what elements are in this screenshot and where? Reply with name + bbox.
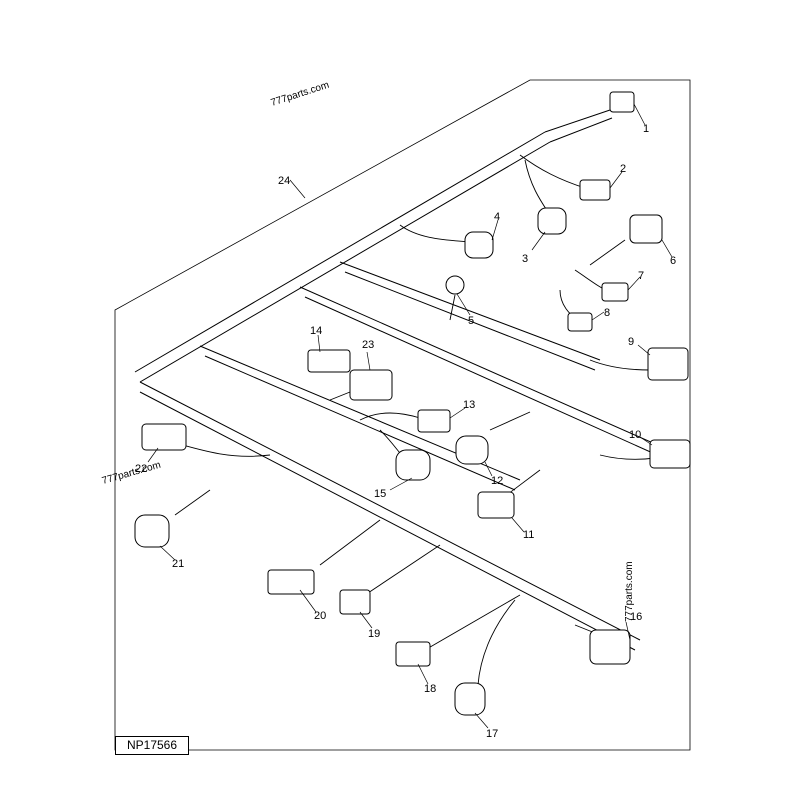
callout-19: 19	[368, 628, 380, 640]
callout-24: 24	[278, 175, 290, 187]
callout-20: 20	[314, 610, 326, 622]
callout-11: 11	[523, 529, 534, 541]
callout-22: 22	[135, 463, 147, 475]
connectors	[134, 91, 691, 716]
connector-10	[649, 439, 691, 469]
watermark-top: 777parts.com	[270, 80, 331, 109]
callout-18: 18	[424, 683, 436, 695]
callout-5: 5	[468, 315, 474, 327]
connector-17	[454, 682, 486, 716]
callout-21: 21	[172, 558, 184, 570]
connector-7	[601, 282, 629, 302]
connector-4	[464, 231, 494, 259]
callout-16: 16	[630, 611, 642, 623]
callout-12: 12	[491, 475, 503, 487]
callout-labels: 1 2 3 4 5 6 7 8 9 10 11 12 13 14 15 16 1…	[135, 123, 676, 740]
callout-15: 15	[374, 488, 386, 500]
callout-8: 8	[604, 307, 610, 319]
leader-lines	[147, 103, 673, 729]
callout-1: 1	[643, 123, 649, 135]
connector-8	[567, 312, 593, 332]
callout-23: 23	[362, 339, 374, 351]
connector-3	[537, 207, 567, 235]
connector-11	[477, 491, 515, 519]
callout-2: 2	[620, 163, 626, 175]
callout-9: 9	[628, 336, 634, 348]
branch-wires	[164, 154, 656, 686]
connector-12	[455, 435, 489, 465]
connector-18	[395, 641, 431, 667]
watermark-left: 777parts.com	[101, 460, 162, 487]
figure-id-label: NP17566	[115, 736, 189, 755]
connector-9	[647, 347, 689, 381]
callout-3: 3	[522, 253, 528, 265]
connector-15	[395, 449, 431, 481]
connector-16	[589, 629, 631, 665]
connector-21	[134, 514, 170, 548]
connector-19	[339, 589, 371, 615]
connector-14	[307, 349, 351, 373]
callout-17: 17	[486, 728, 498, 740]
callout-13: 13	[463, 399, 475, 411]
callout-14: 14	[310, 325, 322, 337]
diagram-frame	[114, 79, 691, 751]
callout-7: 7	[638, 270, 644, 282]
callout-4: 4	[494, 211, 500, 223]
harness-trunk	[134, 109, 681, 651]
connector-2	[579, 179, 611, 201]
connector-5	[445, 275, 465, 295]
callout-6: 6	[670, 255, 676, 267]
watermark-right: 777parts.com	[624, 561, 635, 622]
connector-23	[349, 369, 393, 401]
connector-13	[417, 409, 451, 433]
connector-6	[629, 214, 663, 244]
callout-10: 10	[629, 429, 641, 441]
connector-20	[267, 569, 315, 595]
connector-22	[141, 423, 187, 451]
connector-1	[609, 91, 635, 113]
